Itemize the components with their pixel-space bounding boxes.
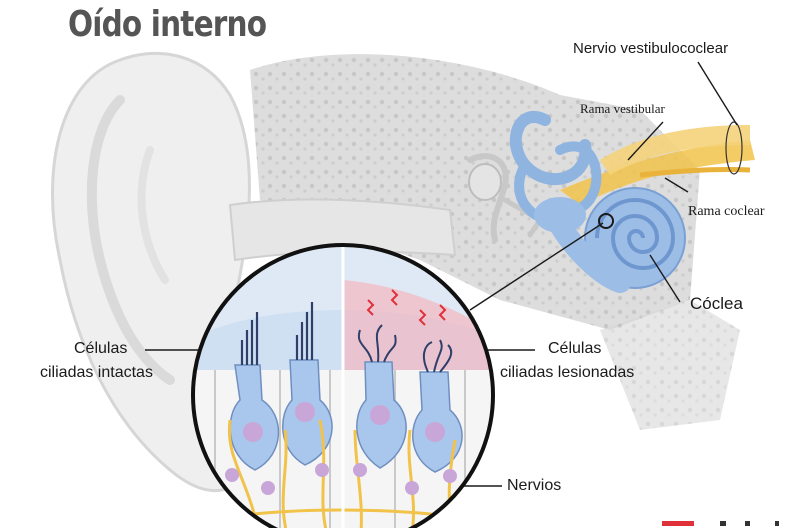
label-rama-coclear: Rama coclear — [688, 204, 765, 219]
support-nuclei — [225, 463, 457, 495]
hair-cells-damaged — [356, 289, 463, 473]
cochlea — [549, 187, 686, 293]
label-celulas-intactas-line1: Células — [74, 340, 128, 357]
label-coclea: Cóclea — [690, 294, 743, 313]
leader-rama-vestibular — [627, 121, 664, 161]
partial-logo-bottom-right — [662, 521, 779, 526]
label-celulas-lesionadas-line1: Células — [548, 340, 602, 357]
magnified-view — [191, 243, 495, 528]
label-celulas-lesionadas-line2: ciliadas lesionadas — [500, 364, 635, 381]
leader-coclea — [649, 254, 681, 303]
zoom-connector-line — [469, 222, 604, 311]
leader-rama-coclear — [664, 177, 689, 193]
hair-cells-intact — [229, 302, 333, 471]
diagram-title: Oído interno — [68, 4, 267, 45]
vestibulocochlear-nerve — [560, 121, 755, 205]
leader-nervio-vestibulococlear — [697, 61, 738, 126]
zoom-target-circle — [598, 213, 614, 229]
label-rama-vestibular: Rama vestibular — [580, 101, 665, 116]
semicircular-canals — [509, 111, 602, 233]
label-celulas-intactas-line2: ciliadas intactas — [40, 364, 153, 381]
label-nervios: Nervios — [507, 477, 562, 494]
label-nervio-vestibulococlear: Nervio vestibulococlear — [573, 40, 729, 57]
